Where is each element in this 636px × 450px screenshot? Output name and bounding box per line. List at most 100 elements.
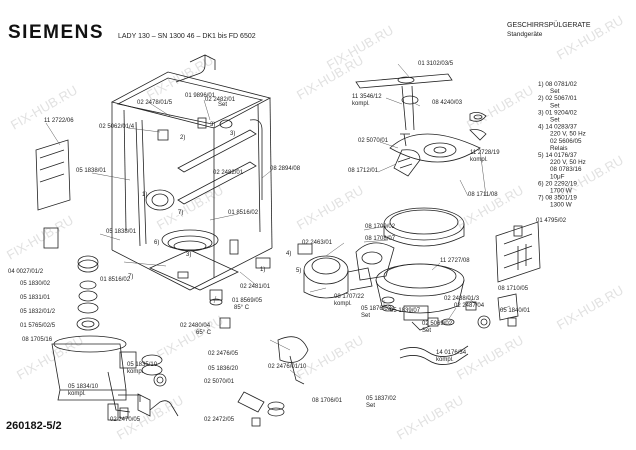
pump-sprayarm-drawing [297, 73, 541, 365]
part-number-label: 14 0176/34 [436, 350, 467, 356]
part-number-label: 02 5070/01 [204, 379, 235, 385]
spec-entry: Set [550, 117, 560, 124]
part-label-layer: 11 2722/06 02 2478/01/5 01 9896/01 02 2482/… [8, 61, 567, 423]
watermark-text: FIX-HUB.RU [8, 82, 80, 132]
spec-entry: Set [550, 102, 560, 109]
watermark-text: FIX-HUB.RU [154, 182, 226, 232]
spec-entry: 02 5606/05 [550, 138, 582, 145]
part-number-label: 65° C [196, 330, 212, 336]
spec-entry: 3) 01 9204/02 [538, 109, 577, 116]
svg-text:7): 7) [178, 210, 183, 216]
part-number-label: Set [422, 328, 431, 334]
part-number-label: 02 2470/05 [110, 417, 141, 423]
part-number-label: 01 8516/02 [228, 210, 259, 216]
part-number-label: 11 3546/12 [352, 94, 382, 100]
part-number-label: 08 1707/22 [334, 294, 365, 300]
watermark-text: FIX-HUB.RU [294, 182, 366, 232]
part-number-label: 11 2728/19 [470, 150, 500, 156]
subcategory-title: Standgeräte [507, 31, 543, 38]
part-number-label: 01 8516/02 [100, 277, 131, 283]
part-number-label: 08 2894/08 [270, 166, 301, 172]
part-number-label: 05 1838/01 [106, 229, 137, 235]
part-number-label: 04 0027/01/2 [8, 269, 44, 275]
part-number-label: 02 5069/02 [422, 321, 453, 327]
watermark-text: FIX-HUB.RU [454, 332, 526, 382]
part-number-label: 05 1831/01 [20, 295, 51, 301]
part-number-label: 01 8569/05 [232, 298, 263, 304]
spec-entry: 08 0783/16 [550, 166, 582, 173]
spec-entry: 6) 20 2292/19 [538, 180, 577, 187]
spec-entry: 1) 08 0781/02 [538, 81, 577, 88]
softener-drawing [51, 255, 309, 427]
part-number-label: 08 1712/01 [348, 168, 379, 174]
part-number-label: 05 1836/20 [208, 366, 239, 372]
part-number-label: 05 1838/01 [76, 168, 107, 174]
part-number-label: kompl. [334, 301, 352, 307]
part-number-label: 08 4240/03 [432, 100, 463, 106]
part-number-label: kompl. [470, 157, 488, 163]
part-number-label: 02 2472/05 [204, 417, 235, 423]
part-number-label: 02 2482/01 [213, 170, 244, 176]
part-number-label: 08 1711/08 [468, 192, 498, 198]
spec-entry: 10μF [550, 173, 565, 180]
leader-lines [45, 63, 511, 379]
svg-text:2): 2) [180, 135, 185, 141]
spec-entry: 220 V, 50 Hz [550, 131, 586, 138]
part-number-label: 08 1706/01 [312, 398, 343, 404]
spec-entry: 5) 14 0176/37 [538, 152, 577, 159]
part-number-label: 11 2727/08 [440, 258, 470, 264]
part-number-label: 11 2722/06 [44, 118, 74, 124]
part-number-label: Set [218, 102, 227, 108]
brand-logo: SIEMENS [8, 22, 105, 43]
drawing-code: 260182-5/2 [6, 420, 62, 432]
part-number-label: 02 2463/01 [302, 240, 333, 246]
watermark-text: FIX-HUB.RU [294, 332, 366, 382]
watermark-layer: FIX-HUB.RU FIX-HUB.RU FIX-HUB.RU FIX-HUB.RU… [4, 12, 626, 442]
part-number-label: 02 2481/01 [240, 284, 271, 290]
part-number-label: kompl. [436, 357, 454, 363]
watermark-text: FIX-HUB.RU [554, 12, 626, 62]
part-number-label: 08 1709/02 [365, 224, 396, 230]
svg-text:4): 4) [286, 251, 291, 257]
part-number-label: 08 1708/07 [365, 236, 396, 242]
part-number-label: 02 5062/01/4 [99, 124, 135, 130]
model-title: LADY 130 – SN 1300 46 – DK1 bis FD 6502 [118, 33, 256, 40]
svg-text:7): 7) [128, 274, 133, 280]
part-number-label: 02 2488/01/3 [444, 296, 480, 302]
watermark-text: FIX-HUB.RU [554, 282, 626, 332]
spec-entry: Relais [550, 145, 568, 152]
part-number-label: 05 1830/02 [20, 281, 51, 287]
spec-entry: 1700 W [550, 188, 572, 195]
part-number-label: 01 5765/02/5 [20, 323, 56, 329]
svg-text:1): 1) [142, 192, 147, 198]
spec-entry: 2) 02 5067/01 [538, 95, 577, 102]
part-number-label: 05 1840/01 [500, 308, 531, 314]
part-number-label: Set [366, 403, 375, 409]
watermark-text: FIX-HUB.RU [394, 392, 466, 442]
part-number-label: 02 2476/01/10 [268, 364, 307, 370]
spec-entry: Set [550, 88, 560, 95]
part-number-label: 05 1839/07 [390, 308, 421, 314]
spec-entry: 4) 14 0283/37 [538, 124, 577, 131]
part-number-label: 85° C [234, 305, 250, 311]
svg-text:3): 3) [186, 252, 191, 258]
part-number-label: kompl. [352, 101, 370, 107]
spec-entry: 1300 W [550, 202, 572, 209]
svg-text:3): 3) [210, 122, 215, 128]
part-number-label: 05 1837/02 [366, 396, 397, 402]
part-number-label: 05 1835/10 [127, 362, 158, 368]
svg-text:3): 3) [230, 131, 235, 137]
part-number-label: kompl. [127, 369, 145, 375]
part-number-label: 02 2478/01/5 [137, 100, 173, 106]
svg-text:5): 5) [296, 268, 301, 274]
svg-text:6): 6) [154, 240, 159, 246]
spec-entry: 7) 08 3501/19 [538, 195, 577, 202]
category-title: GESCHIRRSPÜLGERATE [507, 22, 591, 29]
part-number-label: 02 2476/05 [208, 351, 239, 357]
part-number-label: Set [361, 313, 370, 319]
part-number-label: 01 3102/03/5 [418, 61, 454, 67]
part-number-label: 01 9896/01 [185, 93, 216, 99]
part-number-label: 01 4795/02 [536, 218, 567, 224]
